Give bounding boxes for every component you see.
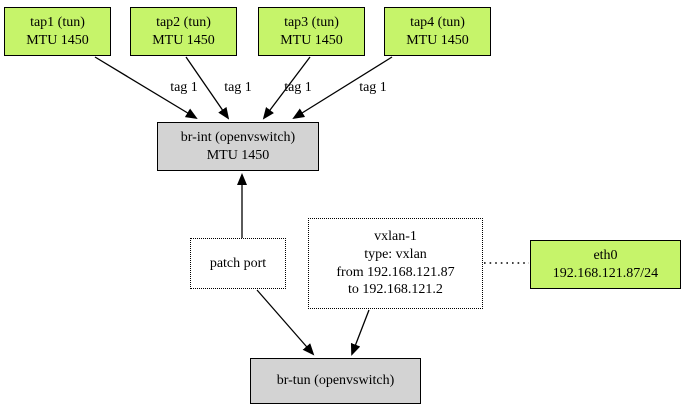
node-br-int: br-int (openvswitch) MTU 1450 [157, 122, 319, 171]
node-tap3-name: tap3 (tun) [284, 14, 339, 30]
node-br-tun-label: br-tun (openvswitch) [276, 373, 395, 389]
node-tap3: tap3 (tun) MTU 1450 [258, 7, 365, 56]
node-vxlan-from: from 192.168.121.87 [336, 264, 455, 280]
node-tap4: tap4 (tun) MTU 1450 [384, 7, 491, 56]
node-tap2: tap2 (tun) MTU 1450 [130, 7, 237, 56]
node-tap1: tap1 (tun) MTU 1450 [4, 7, 111, 56]
node-br-tun: br-tun (openvswitch) [250, 358, 421, 404]
node-patch-port-label: patch port [209, 255, 267, 271]
node-tap4-name: tap4 (tun) [410, 14, 465, 30]
node-br-int-name: br-int (openvswitch) [180, 129, 296, 145]
node-tap2-mtu: MTU 1450 [152, 32, 215, 48]
edge-patchport-to-brtun-arrow [256, 289, 315, 356]
edge-label-tag2: tag 1 [224, 80, 252, 95]
node-tap4-mtu: MTU 1450 [406, 32, 469, 48]
edge-label-tag1: tag 1 [170, 80, 198, 95]
node-vxlan-to: to 192.168.121.2 [348, 282, 443, 298]
edge-label-tag3: tag 1 [284, 80, 312, 95]
node-br-int-mtu: MTU 1450 [206, 147, 270, 163]
node-tap1-name: tap1 (tun) [30, 14, 85, 30]
node-vxlan-name: vxlan-1 [374, 228, 417, 244]
node-tap3-mtu: MTU 1450 [280, 32, 343, 48]
node-vxlan-type: type: vxlan [364, 246, 427, 262]
node-vxlan-1: vxlan-1 type: vxlan from 192.168.121.87 … [308, 218, 483, 309]
node-tap2-name: tap2 (tun) [156, 14, 211, 30]
node-eth0-name: eth0 [593, 247, 618, 263]
node-patch-port: patch port [190, 238, 286, 289]
node-tap1-mtu: MTU 1450 [26, 32, 89, 48]
edge-vxlan-to-brtun-arrow [350, 309, 370, 356]
node-eth0: eth0 192.168.121.87/24 [530, 240, 681, 289]
edge-label-tag4: tag 1 [359, 80, 387, 95]
node-eth0-address: 192.168.121.87/24 [552, 265, 659, 281]
